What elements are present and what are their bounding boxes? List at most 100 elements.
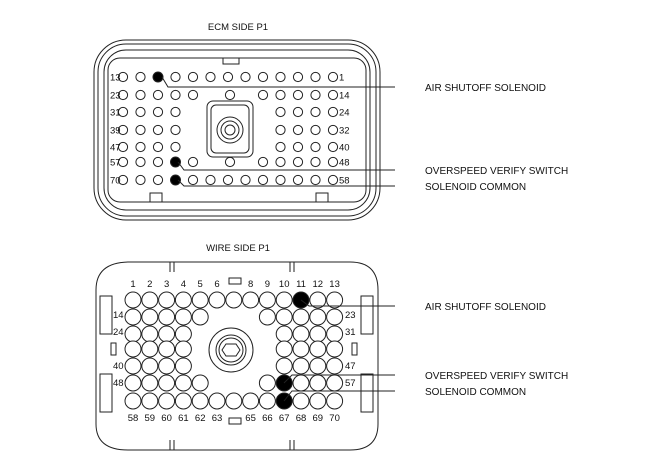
pin: [170, 141, 181, 153]
leader-line: [177, 161, 395, 171]
pin: [205, 71, 216, 83]
callout-label: SOLENOID COMMON: [425, 387, 526, 398]
pin: [152, 89, 164, 101]
pin: [174, 325, 192, 343]
pin: [240, 71, 251, 83]
ecm-pin-label-right: 58: [339, 176, 350, 187]
pin: [258, 291, 276, 309]
wire-pin-label-bottom: 59: [145, 413, 156, 424]
pin: [292, 71, 304, 83]
pin: [191, 374, 209, 392]
pin: [117, 174, 129, 186]
pin: [275, 291, 293, 309]
ecm-pin-label-left: 23: [110, 91, 121, 102]
pin: [275, 325, 293, 343]
pin: [309, 340, 327, 358]
wire-pin-label-top: 1: [130, 279, 135, 290]
pin: [275, 308, 293, 326]
wire-pin-label-top: 4: [181, 279, 186, 290]
wire-pin-label-right: 47: [345, 361, 356, 372]
pin: [310, 89, 321, 101]
wire-pin-label-bottom: 65: [245, 413, 256, 424]
pin: [224, 156, 236, 168]
wire-pin-label-top: 6: [214, 279, 219, 290]
wire-pins: [124, 291, 344, 410]
leader-line: [177, 179, 395, 187]
pin: [292, 325, 310, 343]
pin: [327, 71, 339, 83]
pin: [174, 357, 192, 375]
pin: [310, 141, 321, 153]
pin: [141, 325, 159, 343]
pin: [170, 124, 181, 136]
wire-pin-label-top: 9: [265, 279, 270, 290]
pin: [275, 71, 286, 83]
center-bolt-housing: [206, 100, 254, 158]
pin: [135, 156, 146, 168]
callout-label: AIR SHUTOFF SOLENOID: [425, 302, 546, 313]
pin: [310, 106, 321, 118]
pin: [309, 308, 327, 326]
wire-pin-label-bottom: 63: [212, 413, 223, 424]
pin: [309, 357, 327, 375]
pin: [174, 340, 192, 358]
ecm-pin-label-right: 24: [339, 108, 350, 119]
wire-pin-label-top: 13: [329, 279, 340, 290]
leader-line: [161, 76, 395, 88]
pin: [275, 340, 293, 358]
pin: [124, 374, 142, 392]
ecm-pin-label-left: 47: [110, 143, 121, 154]
pin: [170, 106, 181, 118]
callout-label: AIR SHUTOFF SOLENOID: [425, 83, 546, 94]
pin: [117, 156, 129, 168]
callout-label: SOLENOID COMMON: [425, 182, 526, 193]
ecm-pin-label-left: 31: [110, 108, 121, 119]
leader-line: [283, 374, 395, 384]
wire-pin-label-left: 40: [113, 361, 124, 372]
pin: [257, 174, 269, 186]
pin: [275, 141, 286, 153]
pin: [222, 71, 234, 83]
pin: [327, 124, 339, 136]
ecm-side-title: ECM SIDE P1: [208, 22, 268, 33]
pin: [258, 374, 276, 392]
pin: [326, 308, 344, 326]
pin: [135, 141, 146, 153]
pin: [158, 325, 176, 343]
leader-line: [283, 390, 395, 402]
ecm-pin-label-left: 70: [110, 176, 121, 187]
wire-pin-label-bottom: 68: [296, 413, 307, 424]
pin: [327, 106, 339, 118]
pin: [124, 325, 142, 343]
pin: [158, 340, 176, 358]
wire-pin-label-left: 48: [113, 378, 124, 389]
pin: [327, 141, 339, 153]
wire-connector-body: [95, 261, 379, 451]
pin: [258, 392, 276, 410]
pin: [117, 106, 129, 118]
pin: [309, 291, 327, 309]
pin: [327, 174, 339, 186]
wire-pin-label-top: 12: [313, 279, 324, 290]
pin: [310, 71, 321, 83]
pin: [124, 392, 142, 410]
pin: [124, 308, 142, 326]
pin: [310, 124, 321, 136]
pin: [135, 124, 146, 136]
pin: [141, 291, 159, 309]
center-bolt: [208, 327, 254, 373]
pin: [275, 124, 286, 136]
pin: [292, 374, 310, 392]
pin: [158, 357, 176, 375]
pin: [174, 374, 192, 392]
wire-pin-label-right: 31: [345, 327, 356, 338]
pin: [225, 392, 243, 410]
pin: [174, 308, 192, 326]
pin: [275, 106, 286, 118]
pin: [292, 156, 304, 168]
pin: [326, 357, 344, 375]
pin: [292, 141, 304, 153]
ecm-pin-label-right: 1: [339, 73, 344, 84]
pin: [225, 291, 243, 309]
